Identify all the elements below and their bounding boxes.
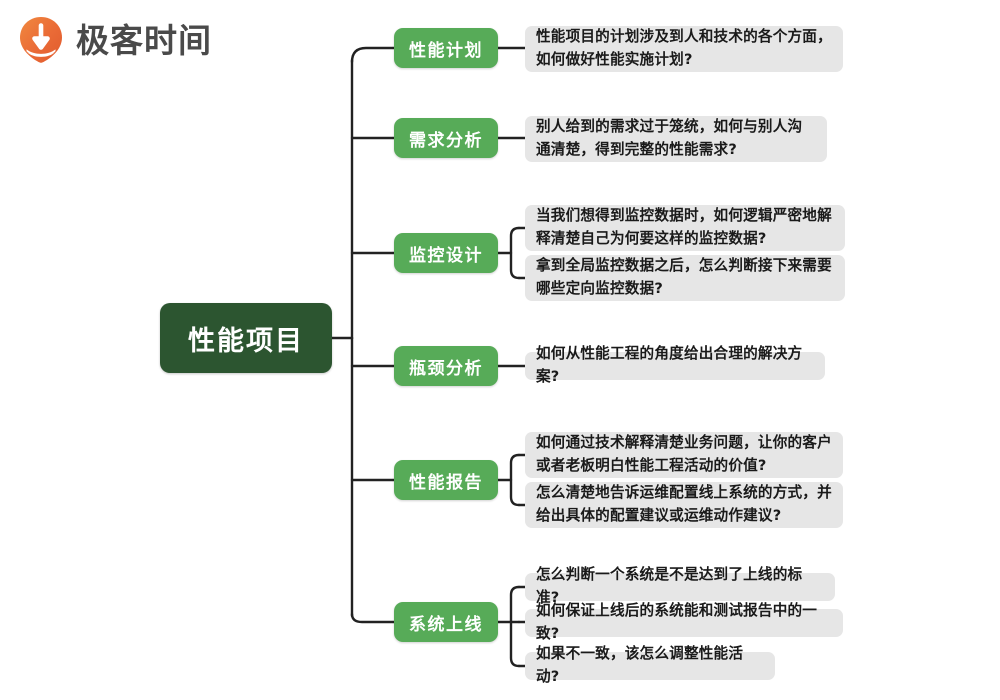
branch-node-bottleneck-analysis[interactable]: 瓶颈分析 — [394, 346, 498, 386]
leaf-bracket-6-arm — [509, 585, 521, 668]
leaf-box-monitoring-2[interactable]: 拿到全局监控数据之后，怎么判断接下来需要哪些定向监控数据? — [525, 255, 845, 301]
root-node[interactable]: 性能项目 — [160, 303, 332, 373]
brand-name: 极客时间 — [76, 20, 212, 60]
leaf-box-monitoring-1[interactable]: 当我们想得到监控数据时，如何逻辑严密地解释清楚自己为何要这样的监控数据? — [525, 205, 845, 251]
branch-node-requirement-analysis[interactable]: 需求分析 — [394, 118, 498, 158]
branch-node-performance-report[interactable]: 性能报告 — [394, 460, 498, 500]
branch-wire-1 — [350, 46, 396, 64]
leaf-bracket-5-arm — [509, 453, 521, 507]
branch-node-system-launch[interactable]: 系统上线 — [394, 602, 498, 642]
leaf-box-launch-2[interactable]: 如何保证上线后的系统能和测试报告中的一致? — [525, 602, 843, 642]
leaf-box-launch-1[interactable]: 怎么判断一个系统是不是达到了上线的标准? — [525, 566, 835, 606]
branch-node-monitoring-design[interactable]: 监控设计 — [394, 233, 498, 273]
leaf-box-plan-1[interactable]: 性能项目的计划涉及到人和技术的各个方面，如何做好性能实施计划? — [525, 26, 843, 72]
geektime-balloon-arrow-icon — [20, 17, 62, 63]
leaf-box-report-2[interactable]: 怎么清楚地告诉运维配置线上系统的方式，并给出具体的配置建议或运维动作建议? — [525, 482, 843, 528]
branch-wire-6 — [350, 612, 396, 624]
leaf-box-report-1[interactable]: 如何通过技术解释清楚业务问题，让你的客户或者老板明白性能工程活动的价值? — [525, 432, 843, 478]
branch-node-performance-plan[interactable]: 性能计划 — [394, 28, 498, 68]
leaf-box-bottleneck-1[interactable]: 如何从性能工程的角度给出合理的解决方案? — [525, 345, 825, 385]
leaf-box-launch-3[interactable]: 如果不一致，该怎么调整性能活动? — [525, 645, 775, 685]
leaf-bracket-3-arm — [509, 226, 521, 280]
leaf-box-requirement-1[interactable]: 别人给到的需求过于笼统，如何与别人沟通清楚，得到完整的性能需求? — [525, 116, 827, 162]
brand-logo: 极客时间 — [18, 16, 212, 64]
